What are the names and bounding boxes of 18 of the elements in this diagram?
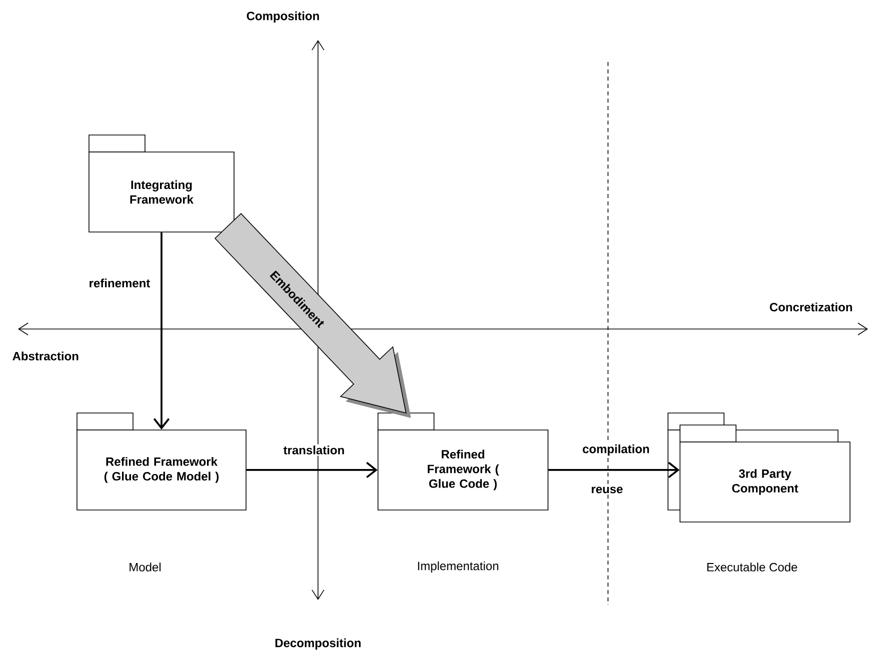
edge-label: translation [283,446,344,454]
arrow [246,462,378,478]
label: reuse [592,486,623,494]
label: Model [130,562,161,572]
label: Implementation [418,561,498,573]
label: Abstraction [12,352,78,360]
label: Executable Code [707,562,798,572]
package-box: Refined Framework ( Glue Code Model ) [76,412,246,510]
package-box: Refined Framework ( Glue Code ) [378,412,548,510]
package-box: Integrating Framework [88,134,234,232]
label: Decomposition [275,638,361,650]
arrow [548,462,680,478]
edge-label: compilation [582,444,649,456]
label: Concretization [770,302,852,312]
package-box: 3rd Party Component [668,412,850,522]
arrow [153,232,170,430]
label: Composition [246,11,319,23]
edge-label: refinement [90,278,150,288]
